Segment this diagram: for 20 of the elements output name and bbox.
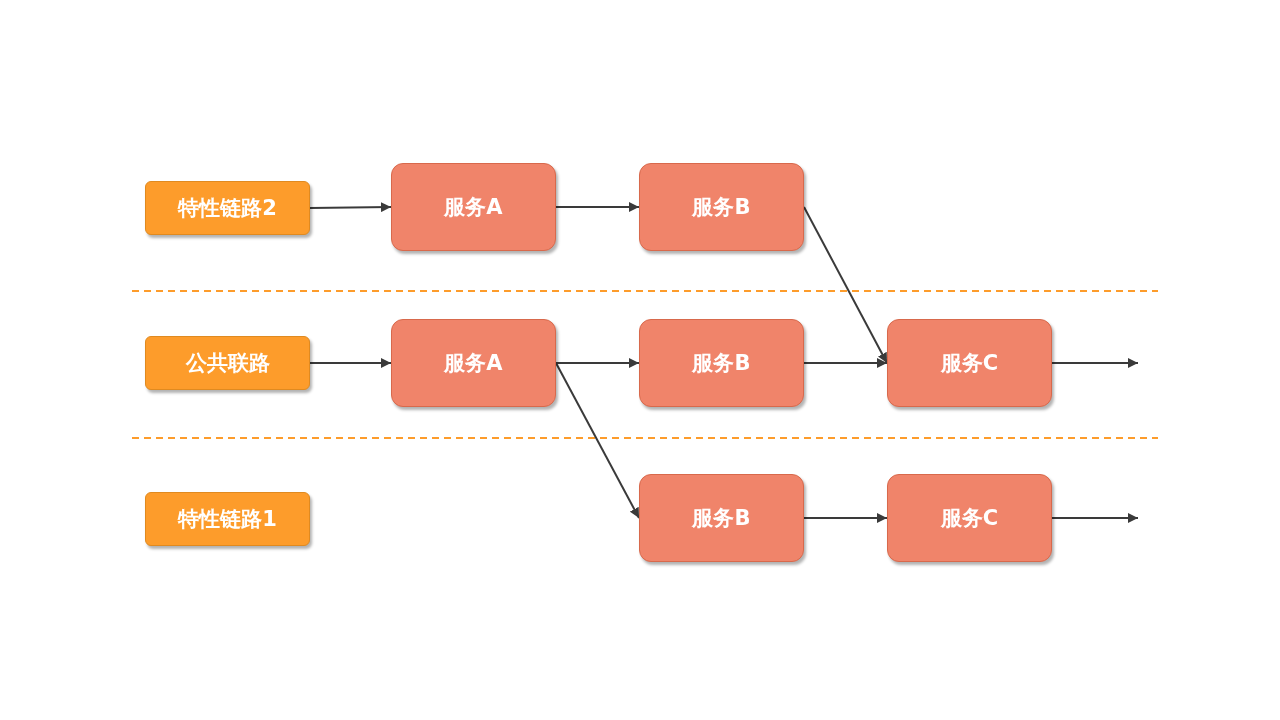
service-box: 服务A <box>391 319 556 407</box>
arrow <box>803 206 888 364</box>
arrow <box>1051 358 1139 368</box>
service-box: 服务B <box>639 163 804 251</box>
lane-label-box: 特性链路2 <box>145 181 310 235</box>
service-box: 服务B <box>639 319 804 407</box>
service-box: 服务B <box>639 474 804 562</box>
arrow <box>803 358 888 368</box>
arrow <box>309 202 392 213</box>
service-box: 服务A <box>391 163 556 251</box>
service-box: 服务C <box>887 319 1052 407</box>
arrow <box>309 358 392 368</box>
arrow <box>1051 513 1139 523</box>
arrow <box>555 202 640 212</box>
arrow <box>555 362 640 519</box>
lane-label-box: 特性链路1 <box>145 492 310 546</box>
service-box: 服务C <box>887 474 1052 562</box>
arrow <box>555 358 640 368</box>
lane-label-box: 公共联路 <box>145 336 310 390</box>
arrow <box>803 513 888 523</box>
